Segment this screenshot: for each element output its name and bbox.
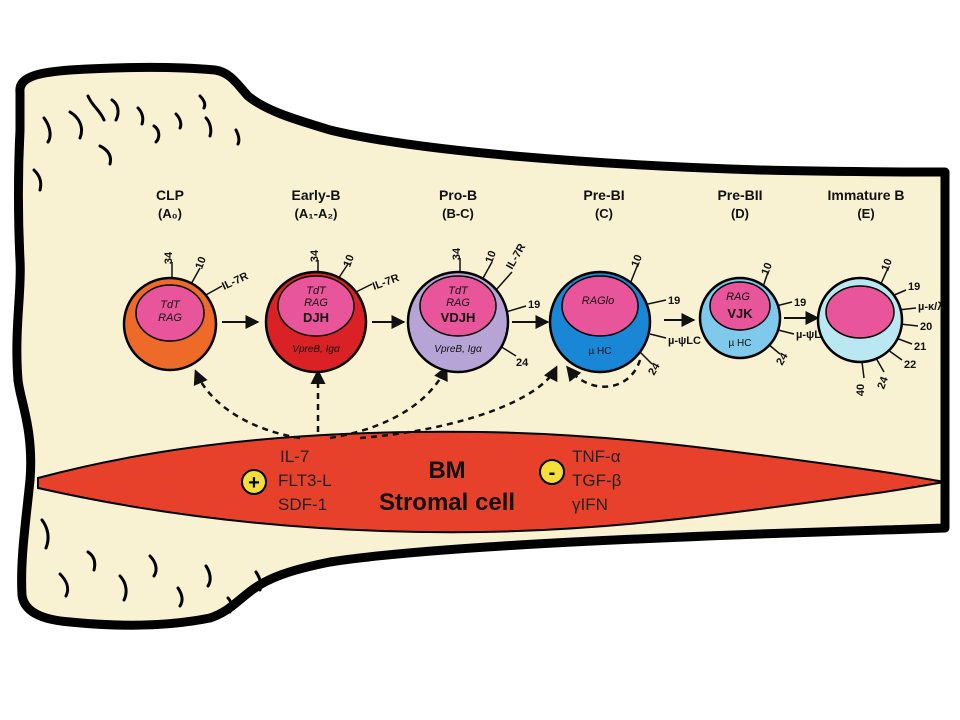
- svg-text:20: 20: [920, 321, 932, 333]
- stage-2-name: Early-B: [291, 187, 340, 203]
- positive-factor-2: FLT3-L: [278, 471, 332, 490]
- cell-immature-b: 10 19 µ-κ/λ 20 21 22 24 40: [816, 257, 943, 396]
- early-b-inner-mid: RAG: [304, 297, 328, 309]
- cell-early-b: 34 10 IL-7R TdT RAG DJH VpreB, Igα: [264, 249, 401, 374]
- clp-inner-top: TdT: [160, 299, 181, 311]
- stage-3-sub: (B-C): [442, 206, 474, 221]
- svg-text:19: 19: [794, 297, 806, 309]
- negative-factor-3: γIFN: [572, 495, 608, 514]
- cell-pre-bii: 10 19 µ-ψLC 24 RAG VJK µ HC: [698, 261, 829, 368]
- svg-text:19: 19: [668, 295, 680, 307]
- early-b-inner-top: TdT: [306, 285, 327, 297]
- svg-text:+: +: [248, 472, 260, 494]
- cell-pro-b: 34 10 IL-7R 19 24 TdT RAG VDJH VpreB, Ig…: [406, 242, 540, 374]
- stage-1-name: CLP: [156, 187, 184, 203]
- svg-text:34: 34: [309, 249, 321, 262]
- stage-headers: CLP (A₀) Early-B (A₁-A₂) Pro-B (B-C) Pre…: [156, 187, 905, 221]
- bone-texture: [32, 94, 263, 614]
- svg-text:10: 10: [759, 261, 774, 277]
- stage-5-name: Pre-BII: [717, 187, 762, 203]
- svg-text:10: 10: [483, 249, 498, 265]
- cell-clp: 34 10 IL-7R TdT RAG: [122, 251, 250, 372]
- pre-bii-inner-top: RAG: [726, 291, 750, 303]
- stage-4-sub: (C): [595, 206, 613, 221]
- positive-sign: +: [241, 469, 267, 495]
- negative-factor-1: TNF-α: [572, 447, 621, 466]
- svg-text:10: 10: [879, 257, 894, 273]
- svg-text:40: 40: [855, 384, 867, 396]
- pro-b-inner-top: TdT: [448, 285, 469, 297]
- svg-text:21: 21: [914, 341, 926, 353]
- pro-b-lower: VpreB, Igα: [434, 344, 482, 355]
- svg-text:19: 19: [908, 281, 920, 293]
- stromal-cell-shape: [37, 430, 946, 534]
- svg-text:34: 34: [163, 251, 175, 264]
- stromal-influence-arrows: [193, 359, 642, 440]
- svg-text:-: -: [549, 462, 556, 484]
- svg-text:24: 24: [875, 374, 891, 390]
- svg-text:µ-κ/λ: µ-κ/λ: [918, 301, 943, 313]
- stage-2-sub: (A₁-A₂): [295, 206, 338, 221]
- stage-1-sub: (A₀): [158, 206, 182, 221]
- pre-bii-inner-big: VJK: [727, 306, 753, 321]
- stage-3-name: Pro-B: [439, 187, 477, 203]
- stage-4-name: Pre-BI: [583, 187, 624, 203]
- svg-text:10: 10: [341, 253, 356, 269]
- early-b-inner-big: DJH: [303, 310, 329, 325]
- pro-b-inner-big: VDJH: [441, 310, 476, 325]
- pro-b-inner-mid: RAG: [446, 297, 470, 309]
- negative-sign: -: [539, 459, 565, 485]
- stromal-title-line2: Stromal cell: [379, 489, 515, 516]
- positive-factor-3: SDF-1: [278, 495, 327, 514]
- stromal-title-line1: BM: [428, 457, 465, 484]
- svg-text:19: 19: [528, 299, 540, 311]
- positive-factor-1: IL-7: [280, 447, 309, 466]
- svg-text:µ-ψLC: µ-ψLC: [668, 335, 701, 347]
- stage-6-sub: (E): [857, 206, 874, 221]
- progression-arrows: [222, 311, 820, 329]
- stage-5-sub: (D): [731, 206, 749, 221]
- svg-text:24: 24: [516, 357, 529, 369]
- svg-text:10: 10: [629, 253, 644, 269]
- pre-bi-inner-top: RAGlo: [582, 295, 614, 307]
- svg-text:10: 10: [193, 255, 208, 271]
- svg-text:22: 22: [904, 359, 916, 371]
- negative-factor-2: TGF-β: [572, 471, 622, 490]
- pre-bi-lower: µ HC: [589, 346, 612, 357]
- clp-inner-mid: RAG: [158, 312, 182, 324]
- svg-text:34: 34: [451, 247, 463, 260]
- stage-6-name: Immature B: [827, 187, 904, 203]
- early-b-lower: VpreB, Igα: [292, 344, 340, 355]
- pre-bii-lower: µ HC: [729, 338, 752, 349]
